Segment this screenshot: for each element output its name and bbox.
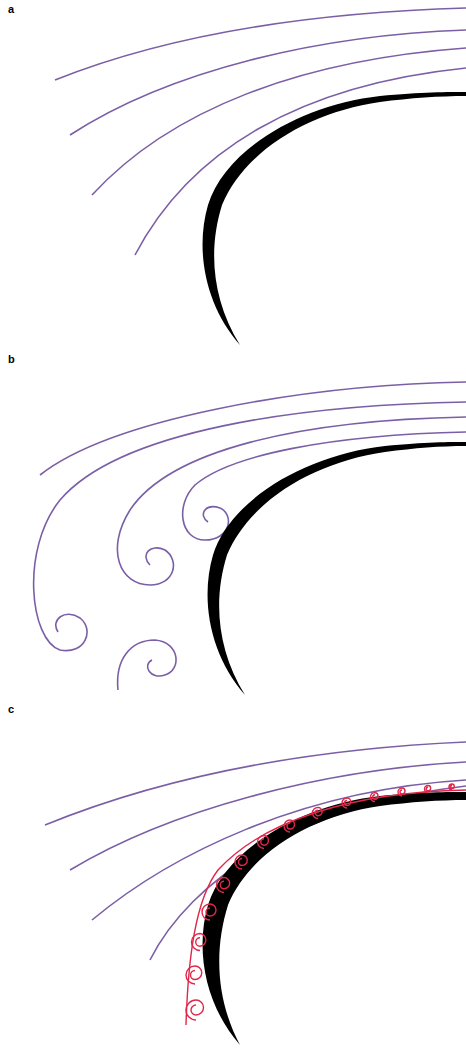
panel-label: a: [8, 4, 14, 15]
leading-edge: [203, 792, 466, 1045]
streamlines: [55, 8, 466, 255]
leading-edge: [203, 92, 466, 345]
panel-label: b: [8, 354, 15, 365]
boundary-layer-vortices: [186, 784, 466, 1025]
panel-label: c: [8, 704, 14, 715]
leading-edge: [208, 442, 466, 695]
vortex-streamlines: [34, 382, 466, 690]
